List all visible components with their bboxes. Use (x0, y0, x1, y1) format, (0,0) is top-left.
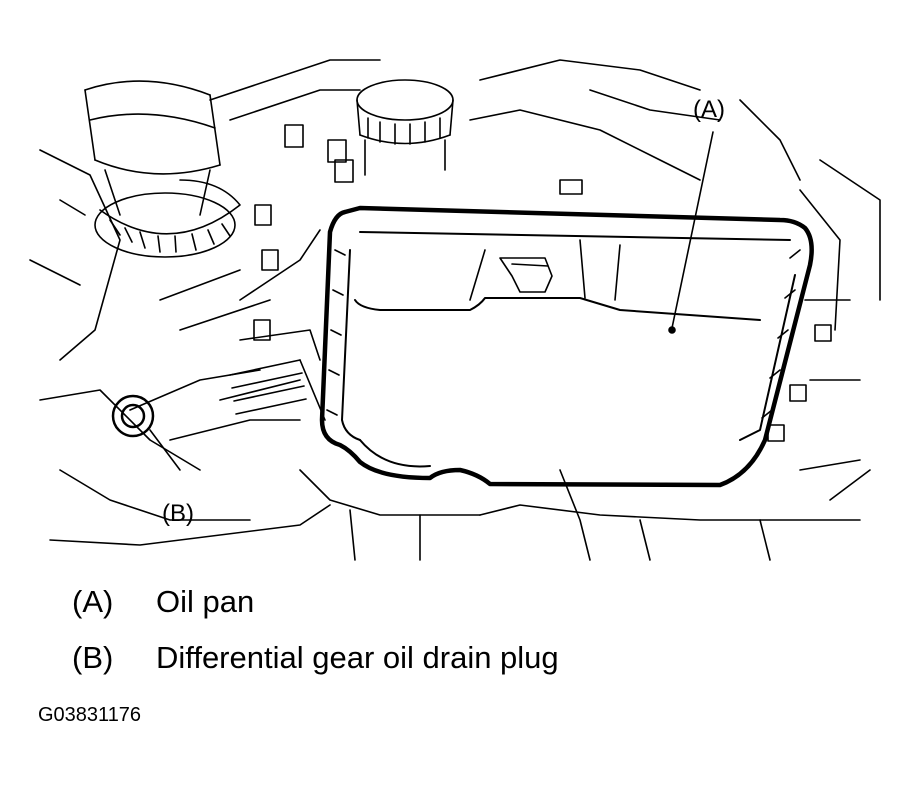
callout-a-label: (A) (693, 96, 725, 123)
figure-id: G03831176 (38, 704, 142, 726)
legend-key-a: (A) (72, 584, 114, 619)
legend-row-a: (A) Oil pan (72, 584, 254, 620)
oil-pan (322, 208, 812, 485)
differential-drain-plug (113, 396, 180, 470)
legend-row-b: (B) Differential gear oil drain plug (72, 640, 559, 676)
housing-bolts (254, 125, 831, 441)
oil-filter (85, 81, 240, 257)
callout-b-label: (B) (162, 500, 194, 527)
callout-a-leader (672, 132, 713, 328)
oil-filler-cap (357, 80, 453, 175)
legend-key-b: (B) (72, 640, 114, 675)
oil-pan-illustration (0, 0, 905, 570)
legend-label-a: Oil pan (156, 584, 255, 619)
legend-label-b: Differential gear oil drain plug (156, 640, 559, 675)
housing-fins (230, 360, 325, 420)
